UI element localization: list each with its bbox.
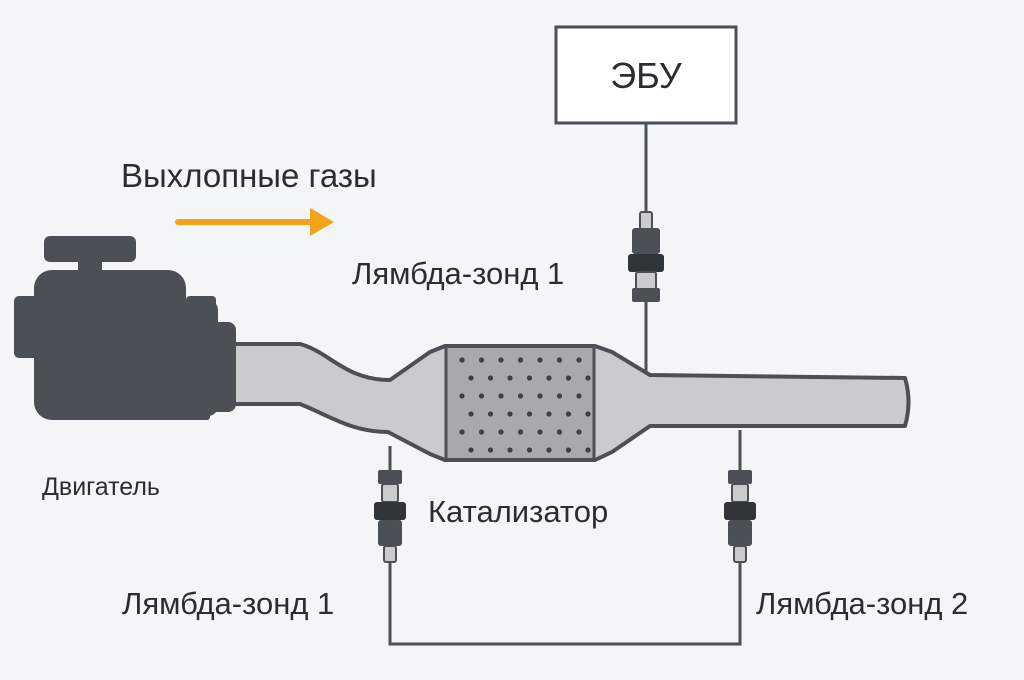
catalyst-dot xyxy=(576,429,582,435)
catalyst-dot xyxy=(526,411,533,417)
catalyst-dot xyxy=(507,375,513,381)
lambda-sensor-2-label: Лямбда-зонд 2 xyxy=(756,586,968,621)
catalyst-dot xyxy=(565,375,572,381)
catalyst-dot xyxy=(585,375,591,381)
top-lambda-sensor xyxy=(628,211,664,302)
ecu-label: ЭБУ xyxy=(610,55,683,96)
catalyst-core xyxy=(446,348,594,458)
catalyst-dot xyxy=(565,447,572,453)
catalyst-dot xyxy=(459,393,465,399)
catalyst-dot xyxy=(546,447,552,453)
catalyst-dot xyxy=(556,357,563,363)
catalyst-dot xyxy=(517,429,524,435)
lambda-sensor-1-bottom-label: Лямбда-зонд 1 xyxy=(122,586,334,621)
catalyst-dot xyxy=(517,357,524,363)
catalyst-dot xyxy=(546,411,552,417)
catalyst-dot xyxy=(556,393,563,399)
catalyst-dot xyxy=(507,411,513,417)
lambda-sensor-1-top-label: Лямбда-зонд 1 xyxy=(352,256,564,291)
catalyst-dot xyxy=(468,447,474,453)
ecu-box: ЭБУ xyxy=(554,25,738,125)
catalyst-dot xyxy=(517,393,524,399)
catalyst-dot xyxy=(468,375,474,381)
bottom-right-lambda-sensor xyxy=(724,470,756,563)
catalyst-dot xyxy=(487,411,494,417)
catalyst-dot xyxy=(487,447,494,453)
catalyst-dot xyxy=(537,429,543,435)
exhaust-gases-label: Выхлопные газы xyxy=(121,157,377,194)
catalyst-label: Катализатор xyxy=(428,494,608,529)
catalyst-dots xyxy=(459,357,591,453)
catalyst-dot xyxy=(537,357,543,363)
engine-label: Двигатель xyxy=(42,473,160,501)
catalyst-dot xyxy=(537,393,543,399)
catalyst-dot xyxy=(556,429,563,435)
catalyst-dot xyxy=(546,375,552,381)
catalyst-dot xyxy=(478,393,485,399)
catalyst-dot xyxy=(526,447,533,453)
engine-block xyxy=(14,236,236,420)
catalyst-dot xyxy=(576,357,582,363)
catalyst-dot xyxy=(498,429,504,435)
catalyst-dot xyxy=(487,375,494,381)
exhaust-flow-arrow xyxy=(175,208,334,236)
catalyst-dot xyxy=(507,447,513,453)
catalyst-dot xyxy=(585,411,591,417)
catalyst-dot xyxy=(478,357,485,363)
catalyst-dot xyxy=(459,357,465,363)
catalyst-dot xyxy=(565,411,572,417)
catalyst-dot xyxy=(478,429,485,435)
catalyst-dot xyxy=(585,447,591,453)
catalyst-dot xyxy=(498,357,504,363)
catalyst-dot xyxy=(459,429,465,435)
lower-sensors-wire xyxy=(388,545,742,646)
catalyst-dot xyxy=(468,411,474,417)
catalyst-dot xyxy=(526,375,533,381)
catalyst-dot xyxy=(498,393,504,399)
bottom-left-lambda-sensor xyxy=(374,470,406,563)
catalyst-dot xyxy=(576,393,582,399)
